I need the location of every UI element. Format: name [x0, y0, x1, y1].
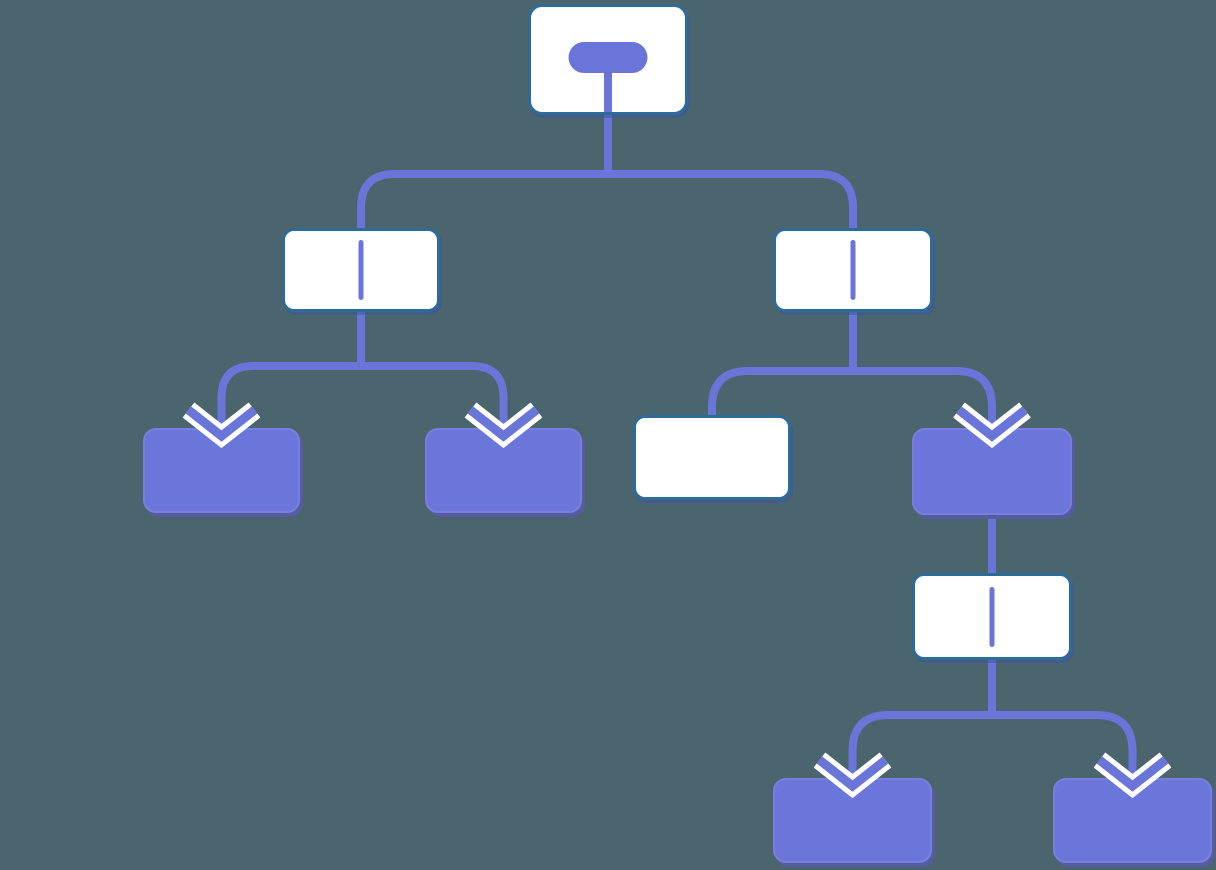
stem-line	[604, 70, 612, 112]
connector-right-to-group	[708, 367, 996, 424]
node-branch-left[interactable]	[282, 228, 440, 312]
node-leaf-middle[interactable]	[633, 415, 791, 500]
node-leaf-right-2[interactable]	[1053, 778, 1212, 863]
node-leaf-left-2[interactable]	[425, 428, 582, 513]
text-placeholder-pill	[568, 42, 648, 73]
node-branch-right[interactable]	[773, 228, 933, 312]
pass-through-line	[989, 586, 995, 647]
connector-sub-to-leaves	[848, 711, 1137, 774]
pass-through-line	[850, 240, 856, 300]
pass-through-line	[358, 240, 364, 300]
node-branch-right-sub[interactable]	[912, 573, 1072, 660]
node-collapsed-right[interactable]	[912, 428, 1072, 515]
node-root[interactable]	[528, 4, 688, 115]
connector-left-to-leaves	[217, 362, 508, 424]
node-leaf-left-1[interactable]	[143, 428, 300, 513]
connector-root-to-branches	[357, 170, 857, 231]
node-leaf-right-1[interactable]	[773, 778, 932, 863]
